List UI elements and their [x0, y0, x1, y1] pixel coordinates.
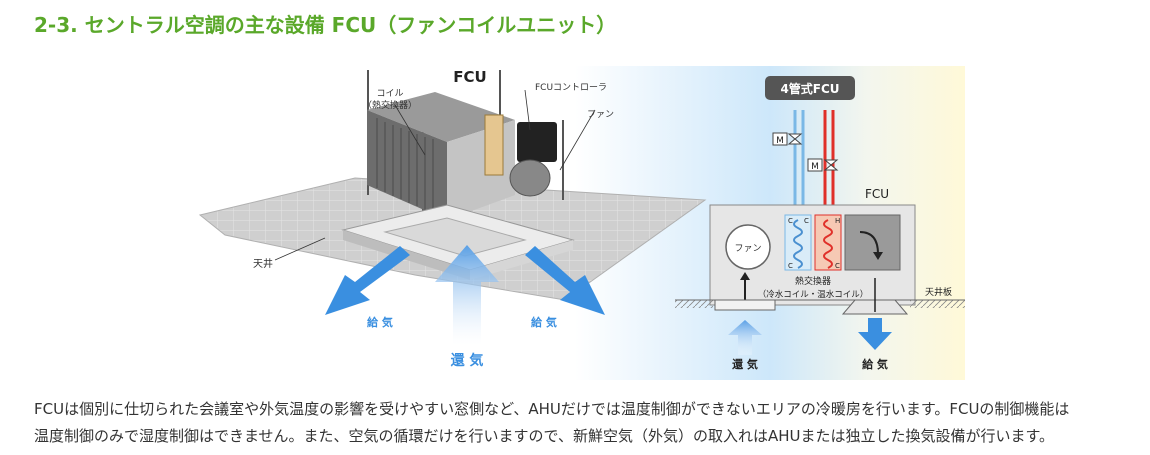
coil-mark-h1: H — [835, 217, 840, 225]
return-grille — [714, 299, 776, 311]
supply-air-right-arrow — [525, 246, 605, 315]
coil-mark-c1: C — [788, 217, 793, 225]
supply-air-right-label: 給 気 — [531, 315, 557, 329]
description-paragraph: FCUは個別に仕切られた会議室や外気温度の影響を受けやすい窓側など、AHUだけで… — [34, 396, 1134, 450]
coil-sub-label: （熱交換器） — [363, 99, 417, 111]
cold-coil — [784, 214, 812, 271]
ceiling-label: 天井 — [253, 257, 273, 270]
fan-circle: ファン — [725, 224, 771, 270]
return-air-arrow — [435, 245, 499, 345]
coil-mark-c2: C — [804, 217, 809, 225]
coil-label: コイル — [376, 89, 403, 99]
svg-text:ファン: ファン — [734, 244, 761, 254]
svg-text:M: M — [776, 136, 784, 146]
controller-label: FCUコントローラ — [535, 82, 607, 93]
fcu-unit-3d — [341, 92, 575, 280]
hot-coil — [814, 214, 842, 271]
supply-air-arrow-right — [858, 318, 892, 350]
coil-mark-c4: C — [835, 262, 840, 270]
return-air-label: 還 気 — [451, 352, 484, 369]
svg-text:M: M — [811, 162, 819, 172]
paragraph-line-2: 温度制御のみで湿度制御はできません。また、空気の循環だけを行いますので、新鮮空気… — [34, 427, 1054, 445]
coil-mark-c3: C — [788, 262, 793, 270]
supply-air-left-arrow — [325, 246, 410, 315]
leader-lines — [274, 89, 596, 261]
fcu-diagram: FCU コイル （熱交換器） FCUコントローラ ファン 天井 給 気 給 気 … — [198, 66, 965, 380]
valve-hot: M — [807, 158, 839, 172]
supply-air-label-right: 給 気 — [862, 357, 888, 371]
fcu-unit-label: FCU — [865, 187, 889, 201]
supply-chamber — [844, 214, 901, 271]
page-title: 2-3. セントラル空調の主な設備 FCU（ファンコイルユニット） — [34, 13, 617, 37]
return-air-label-right: 還 気 — [732, 357, 758, 371]
water-pipes — [793, 110, 835, 220]
four-pipe-badge: 4管式FCU — [765, 76, 855, 100]
supply-air-left-label: 給 気 — [367, 315, 393, 329]
svg-text:4管式FCU: 4管式FCU — [780, 81, 839, 96]
valve-cold: M — [772, 132, 803, 146]
heat-exchanger-sub-label: （冷水コイル・温水コイル） — [758, 289, 869, 300]
heat-exchanger-label: 熱交換器 — [795, 275, 831, 287]
return-air-arrow-right — [728, 320, 762, 355]
flow-arrow — [859, 231, 879, 255]
paragraph-line-1: FCUは個別に仕切られた会議室や外気温度の影響を受けやすい窓側など、AHUだけで… — [34, 400, 1070, 418]
fcu-figure: FCU コイル （熱交換器） FCUコントローラ ファン 天井 給 気 給 気 … — [185, 60, 965, 380]
ceiling-board-label: 天井板 — [925, 286, 952, 298]
fan-label: ファン — [587, 110, 614, 120]
fcu-heading: FCU — [453, 68, 486, 86]
